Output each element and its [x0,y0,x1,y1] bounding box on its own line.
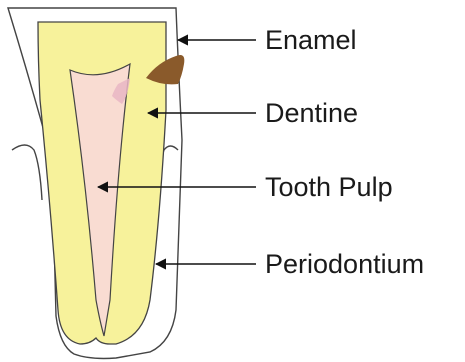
enamel-label: Enamel [265,25,357,55]
periodontium-label: Periodontium [265,249,424,279]
pulp-label: Tooth Pulp [265,172,393,202]
dentine-label: Dentine [265,98,358,128]
gum-left [12,145,42,200]
